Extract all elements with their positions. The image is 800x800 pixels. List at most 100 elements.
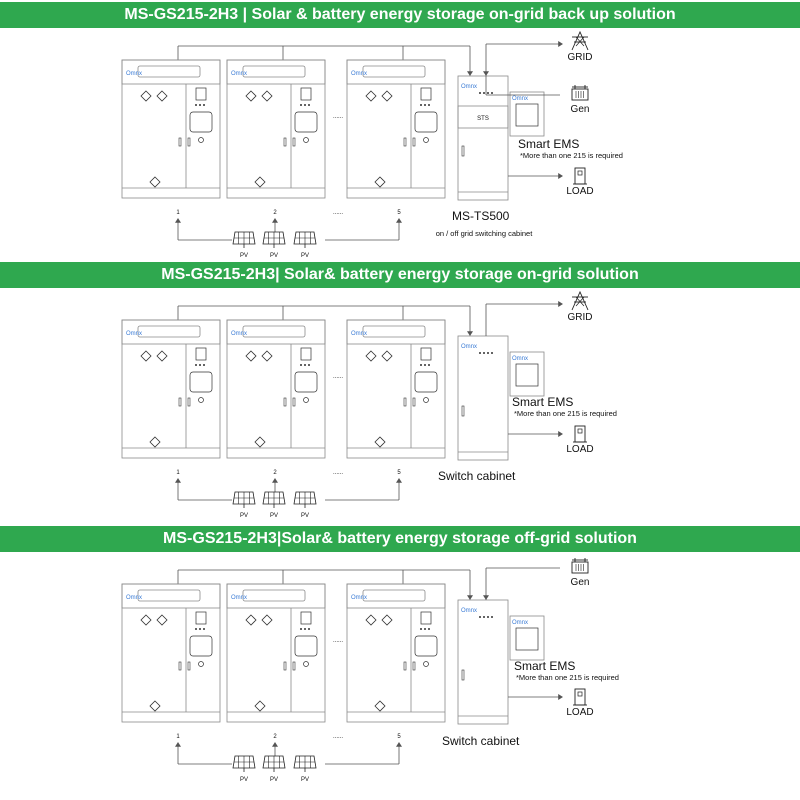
load-socket: [577, 691, 583, 697]
indicator-dot: [483, 616, 485, 618]
cabinet-display-strip: [137, 589, 201, 602]
vent-diamond: [254, 176, 266, 188]
load-label: LOAD: [566, 707, 593, 718]
indicator-dot: [420, 364, 422, 366]
generator-body: [571, 561, 589, 574]
vent-diamond: [365, 350, 377, 362]
switch-cabinet-outline: [457, 75, 509, 201]
smart-ems-label: Smart EMS: [518, 137, 579, 151]
tower-frame: [571, 30, 589, 51]
load-socket: [577, 428, 583, 434]
rotary-switch: [303, 661, 309, 667]
grid-tower-icon: [571, 290, 589, 311]
cabinet-label-2: 2: [273, 734, 277, 740]
pv-label: PV: [301, 513, 309, 519]
battery-cabinet-3: Omnx: [346, 59, 446, 199]
solar-panel-icon: [232, 755, 256, 772]
vent-diamond: [261, 90, 273, 102]
indicator-dot: [491, 92, 493, 94]
brand-logo: Omnx: [126, 71, 142, 77]
grid-tower-icon: [571, 30, 589, 51]
cabinet-label-5: 5: [397, 470, 401, 476]
meter-display: [420, 87, 432, 101]
vent-diamond: [149, 176, 161, 188]
control-panel: [189, 111, 213, 133]
switch-cabinet-title: Switch cabinet: [442, 734, 520, 748]
gen-arrow: [483, 71, 489, 76]
generator-icon: [571, 558, 589, 574]
vent-diamond: [374, 176, 386, 188]
control-panel: [189, 371, 213, 393]
section-1-title: MS-GS215-2H3 | Solar & battery energy st…: [124, 6, 676, 23]
pv-arrow: [175, 218, 181, 223]
cabinet-display-strip: [362, 325, 426, 338]
rotary-switch: [423, 397, 429, 403]
load-icon: [573, 425, 587, 443]
section-3-title: MS-GS215-2H3|Solar& battery energy stora…: [163, 530, 637, 547]
indicator-dot: [304, 364, 306, 366]
control-panel: [294, 111, 318, 133]
vent-diamond: [140, 614, 152, 626]
ems-outline: [509, 351, 545, 397]
cabinet-label-5: 5: [397, 210, 401, 216]
pv-arrow: [175, 742, 181, 747]
pv-label: PV: [270, 253, 278, 259]
battery-cabinet-3: Omnx: [346, 583, 446, 723]
cabinet-outline: [121, 583, 221, 723]
vent-diamond: [140, 350, 152, 362]
cabinet-ellipsis: ......: [333, 210, 343, 216]
solar-panel-frame: [262, 755, 286, 769]
brand-logo: Omnx: [231, 71, 247, 77]
battery-cabinet-1: Omnx: [121, 59, 221, 199]
meter-display: [300, 87, 312, 101]
switch-cabinet-outline: [457, 599, 509, 725]
cabinet-top-panel: [121, 319, 221, 345]
solar-panel-frame: [262, 231, 286, 245]
switch-input-arrow: [467, 331, 473, 336]
indicator-dot: [308, 104, 310, 106]
solar-panel-icon: [293, 755, 317, 772]
vent-diamond: [254, 700, 266, 712]
door-handle-right: [292, 661, 296, 671]
meter-display: [300, 347, 312, 361]
cabinet-top-panel: [346, 583, 446, 609]
vent-diamond: [156, 350, 168, 362]
vent-diamond: [365, 90, 377, 102]
cabinet-gap-ellipsis: ......: [333, 374, 343, 380]
grid-arrow: [558, 301, 563, 307]
switch-cabinet-subtitle: on / off grid switching cabinet: [436, 229, 534, 238]
gen-label: Gen: [571, 577, 590, 588]
cabinet-top-panel: [226, 59, 326, 85]
smart-ems-panel: Omnx: [509, 91, 545, 137]
door-handle-left: [283, 661, 287, 671]
grid-arrow: [558, 41, 563, 47]
solar-panel-icon: [262, 755, 286, 772]
ems-outline: [509, 91, 545, 137]
switch-cabinet-title: Switch cabinet: [438, 469, 516, 483]
cabinet-label-5: 5: [397, 734, 401, 740]
cabinet-outline: [346, 319, 446, 459]
vent-diamond: [381, 90, 393, 102]
door-handle: [461, 405, 465, 417]
solar-panel-frame: [262, 491, 286, 505]
battery-cabinet-1: Omnx: [121, 583, 221, 723]
pv-arrow: [396, 478, 402, 483]
door-handle-left: [283, 397, 287, 407]
ems-outline: [509, 615, 545, 661]
indicator-dot: [424, 104, 426, 106]
indicator-dot: [203, 104, 205, 106]
indicator-dot: [424, 628, 426, 630]
indicator-dot: [428, 104, 430, 106]
tower-brace: [575, 296, 585, 307]
cabinet-top-panel: [121, 59, 221, 85]
battery-cabinet-2: Omnx: [226, 583, 326, 723]
door-handle-right: [292, 137, 296, 147]
cabinet-ellipsis: ......: [333, 470, 343, 476]
cabinet-label-1: 1: [176, 734, 180, 740]
solar-panel-frame: [293, 755, 317, 769]
load-socket: [577, 170, 583, 176]
brand-logo: Omnx: [461, 84, 477, 90]
sts-module: [457, 105, 509, 129]
control-panel: [294, 635, 318, 657]
